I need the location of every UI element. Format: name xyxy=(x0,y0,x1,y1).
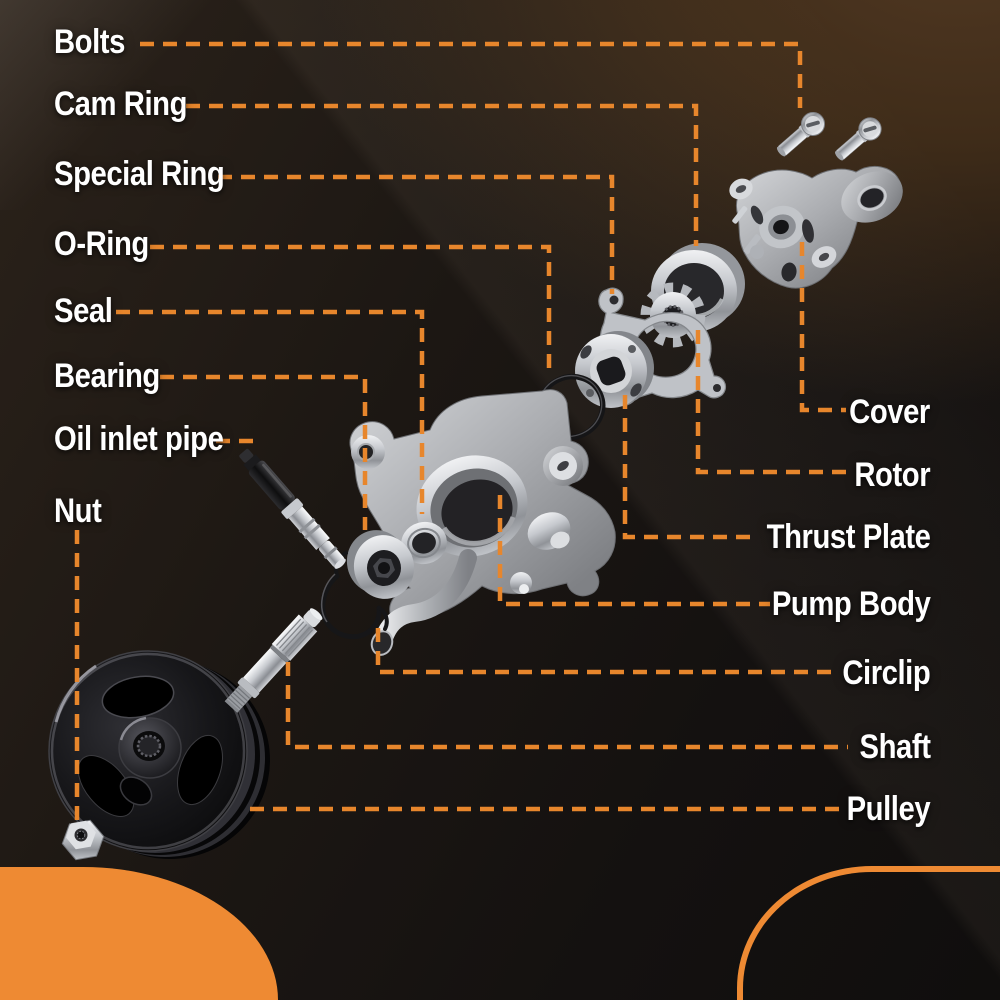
part-oil-inlet-pipe xyxy=(239,448,346,569)
leader-thrust-plate xyxy=(622,395,758,540)
label-cover: Cover xyxy=(849,393,930,431)
leader-rotor xyxy=(695,330,846,475)
part-pulley xyxy=(48,650,270,859)
label-o-ring: O-Ring xyxy=(54,225,149,263)
leader-pump-body xyxy=(497,495,770,607)
label-cam-ring: Cam Ring xyxy=(54,85,188,123)
label-oil-inlet-pipe: Oil inlet pipe xyxy=(54,420,224,458)
label-rotor: Rotor xyxy=(854,456,930,494)
part-bolts xyxy=(776,112,882,161)
label-nut: Nut xyxy=(54,492,102,530)
leader-shaft xyxy=(285,662,848,750)
part-pump-body xyxy=(349,389,616,656)
label-bearing: Bearing xyxy=(54,357,160,395)
leader-lines xyxy=(74,41,848,824)
leader-cam-ring xyxy=(186,103,699,246)
leader-bearing xyxy=(160,374,368,530)
part-nut xyxy=(61,819,105,861)
part-shaft xyxy=(224,608,323,713)
part-thrust-plate xyxy=(575,331,654,408)
label-thrust-plate: Thrust Plate xyxy=(766,518,930,556)
label-special-ring: Special Ring xyxy=(54,155,225,193)
leader-o-ring xyxy=(150,244,552,370)
leader-circlip xyxy=(375,628,840,675)
part-cover xyxy=(729,165,903,289)
label-pulley: Pulley xyxy=(846,790,930,828)
leader-special-ring xyxy=(218,174,615,294)
label-seal: Seal xyxy=(54,292,113,330)
leader-cover xyxy=(799,242,846,413)
label-circlip: Circlip xyxy=(842,654,930,692)
leader-bolts xyxy=(140,41,803,108)
label-shaft: Shaft xyxy=(859,728,930,766)
part-seal xyxy=(401,521,447,565)
leader-seal xyxy=(116,309,425,514)
label-pump-body: Pump Body xyxy=(771,585,930,623)
label-bolts: Bolts xyxy=(54,23,125,61)
part-bearing xyxy=(346,530,415,599)
